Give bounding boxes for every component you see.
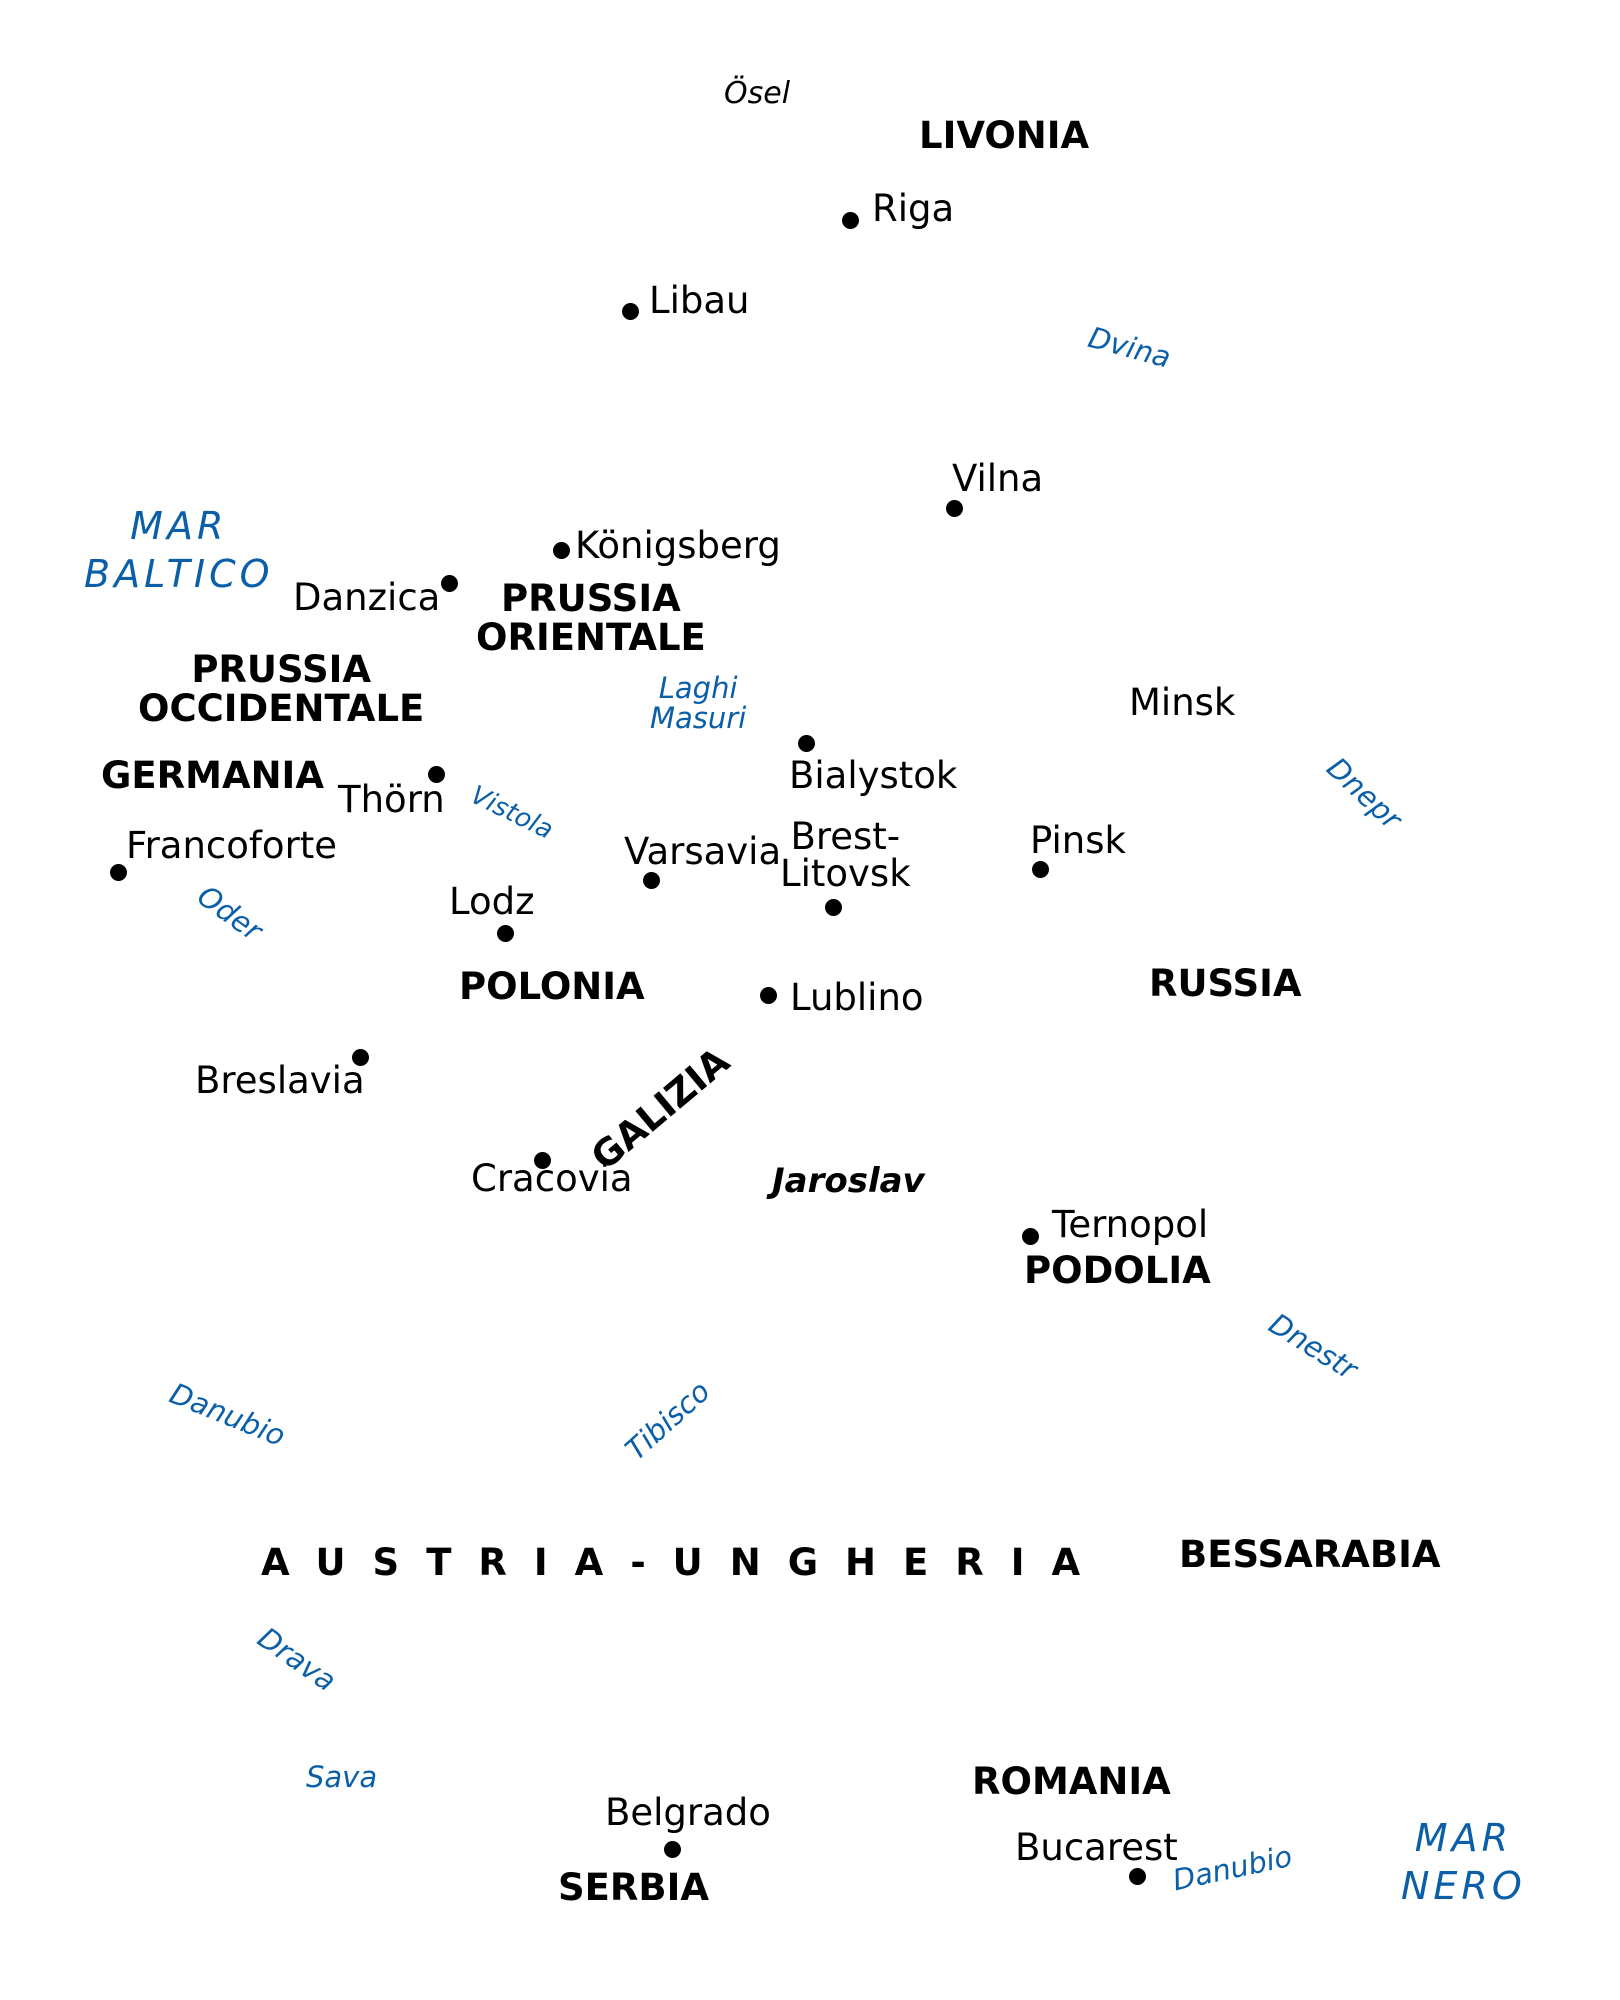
city-dot-lodz (497, 925, 514, 942)
region-label-polonia: POLONIA (459, 965, 645, 1008)
city-label-brest-line-2: Litovsk (780, 852, 911, 895)
city-dot-bucarest (1129, 1868, 1146, 1885)
river-label-danubio-south: Danubio (1169, 1838, 1296, 1898)
sea-label-mar-nero-line-2: NERO (1401, 1863, 1526, 1908)
sea-label-mar-nero-line-1: MAR (1414, 1816, 1512, 1860)
river-label-tibisco: Tibisco (618, 1373, 717, 1467)
region-label-livonia: LIVONIA (919, 114, 1090, 157)
city-dot-ternopol (1022, 1228, 1039, 1245)
city-dot-cracovia (534, 1152, 551, 1169)
city-label-riga: Riga (872, 187, 955, 230)
city-dot-varsavia (643, 872, 660, 889)
river-label-danubio-north: Danubio (165, 1376, 291, 1454)
region-label-prussia-orientale-line-2: ORIENTALE (476, 615, 706, 659)
sea-label-mar-baltico-line-1: MAR (130, 504, 228, 548)
city-label-breslavia: Breslavia (195, 1059, 365, 1102)
region-label-prussia-orientale-line-1: PRUSSIA (501, 577, 681, 620)
region-label-prussia-occidentale-line-1: PRUSSIA (191, 648, 372, 691)
city-label-bialystok: Bialystok (789, 754, 958, 797)
city-label-thorn: Thörn (338, 778, 445, 821)
city-label-belgrado: Belgrado (605, 1791, 771, 1834)
city-label-brest-line-1: Brest- (790, 815, 901, 858)
city-dot-riga (842, 212, 859, 229)
region-label-germania: GERMANIA (101, 754, 324, 797)
city-label-francoforte: Francoforte (126, 824, 338, 867)
sea-label-mar-baltico-line-2: BALTICO (84, 551, 274, 596)
city-label-cracovia: Cracovia (471, 1157, 633, 1200)
sea-label-mar-baltico: MAR BALTICO (84, 503, 274, 598)
city-dot-belgrado (664, 1841, 681, 1858)
river-label-dnepr: Dnepr (1320, 750, 1409, 837)
region-label-austria-ungheria: AUSTRIA-UNGHERIA (261, 1541, 1108, 1584)
lake-label-laghi-masuri: Laghi Masuri (650, 673, 746, 734)
river-label-oder: Oder (191, 878, 269, 948)
lake-label-laghi-masuri-line-2: Masuri (650, 701, 747, 736)
region-label-russia: RUSSIA (1149, 962, 1302, 1005)
city-dot-danzica (441, 575, 458, 592)
city-dot-pinsk (1032, 861, 1049, 878)
city-label-libau: Libau (649, 279, 750, 322)
lake-label-laghi-masuri-line-1: Laghi (658, 671, 738, 705)
island-label-osel: Ösel (724, 76, 791, 111)
region-label-bessarabia: BESSARABIA (1179, 1533, 1441, 1576)
sea-label-mar-nero: MAR NERO (1401, 1815, 1526, 1910)
city-dot-konigsberg (553, 542, 570, 559)
city-label-varsavia: Varsavia (624, 830, 782, 873)
city-label-danzica: Danzica (293, 576, 441, 619)
river-label-vistola: Vistola (465, 780, 558, 846)
river-label-sava: Sava (306, 1760, 378, 1794)
city-label-lublino: Lublino (790, 976, 924, 1019)
city-label-ternopol: Ternopol (1052, 1203, 1209, 1246)
region-label-galizia: GALIZIA (583, 1039, 738, 1179)
river-label-dvina: Dvina (1084, 320, 1175, 375)
city-dot-bialystok (798, 735, 815, 752)
city-label-lodz: Lodz (449, 880, 535, 923)
city-dot-francoforte (110, 864, 127, 881)
region-label-romania: ROMANIA (972, 1760, 1171, 1803)
city-label-pinsk: Pinsk (1030, 819, 1126, 862)
city-dot-breslavia (352, 1049, 369, 1066)
region-label-prussia-orientale: PRUSSIA ORIENTALE (476, 577, 706, 659)
region-label-prussia-occidentale-line-2: OCCIDENTALE (138, 686, 425, 730)
region-label-prussia-occidentale: PRUSSIA OCCIDENTALE (138, 648, 425, 730)
city-dot-lublino (760, 987, 777, 1004)
city-label-minsk: Minsk (1129, 681, 1236, 724)
river-label-dnestr: Dnestr (1263, 1306, 1364, 1387)
city-label-bucarest: Bucarest (1015, 1826, 1178, 1869)
city-dot-libau (622, 303, 639, 320)
city-dot-brest (825, 899, 842, 916)
city-label-vilna: Vilna (952, 457, 1044, 500)
city-label-brest-litovsk: Brest- Litovsk (780, 818, 911, 892)
river-label-drava: Drava (251, 1620, 343, 1699)
place-label-jaroslav: Jaroslav (772, 1161, 925, 1201)
city-dot-thorn (428, 766, 445, 783)
region-label-serbia: SERBIA (558, 1866, 710, 1909)
city-dot-vilna (946, 500, 963, 517)
region-label-podolia: PODOLIA (1024, 1249, 1211, 1292)
city-label-konigsberg: Königsberg (575, 524, 781, 567)
